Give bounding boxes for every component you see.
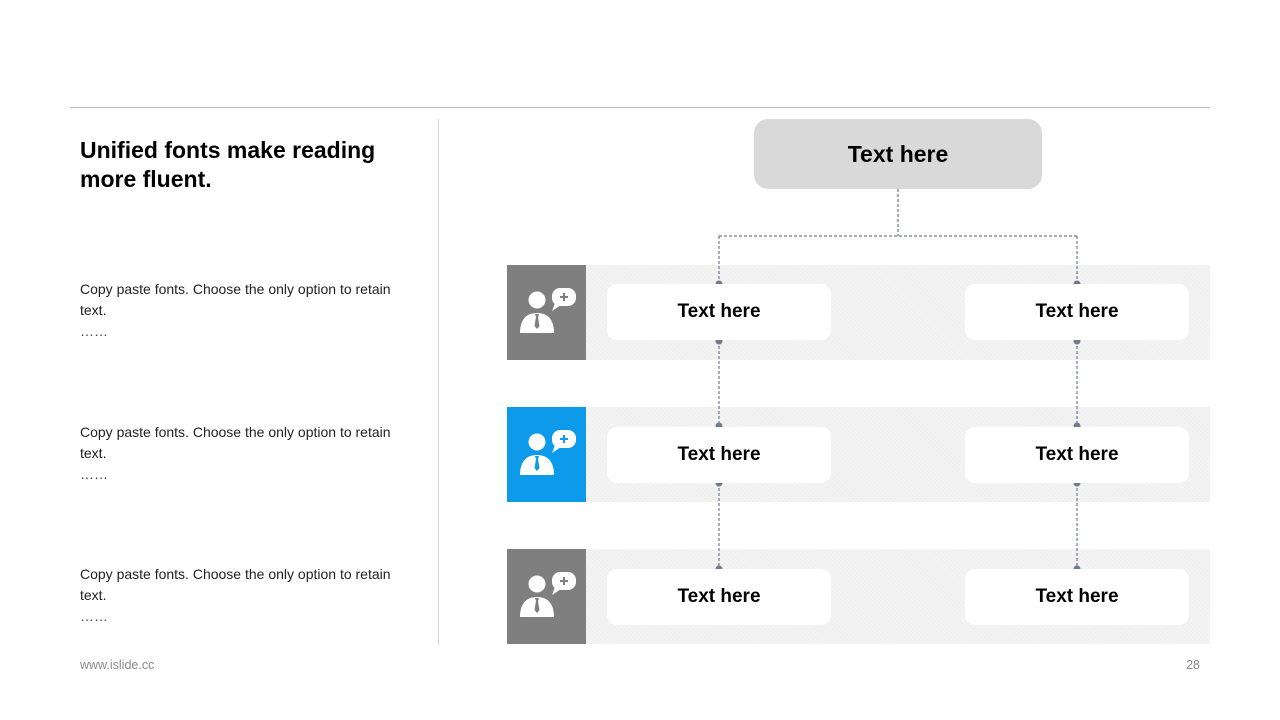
column-divider xyxy=(438,119,439,645)
card-row1-left: Text here xyxy=(607,284,831,340)
ellipsis: …… xyxy=(80,466,108,482)
row-icon-tile-3 xyxy=(507,549,586,644)
ellipsis: …… xyxy=(80,608,108,624)
description-item-3: Copy paste fonts. Choose the only option… xyxy=(80,564,420,627)
description-item-1: Copy paste fonts. Choose the only option… xyxy=(80,279,420,342)
description-text: Copy paste fonts. Choose the only option… xyxy=(80,424,391,461)
header-rule xyxy=(70,107,1210,108)
person-chat-icon xyxy=(517,571,577,622)
card-row3-left: Text here xyxy=(607,569,831,625)
description-text: Copy paste fonts. Choose the only option… xyxy=(80,566,391,603)
card-row2-right: Text here xyxy=(965,427,1189,483)
footer-url: www.islide.cc xyxy=(80,658,155,672)
card-row3-right: Text here xyxy=(965,569,1189,625)
description-item-2: Copy paste fonts. Choose the only option… xyxy=(80,422,420,485)
person-chat-icon xyxy=(517,429,577,480)
description-text: Copy paste fonts. Choose the only option… xyxy=(80,281,391,318)
card-row1-right: Text here xyxy=(965,284,1189,340)
slide-headline: Unified fonts make reading more fluent. xyxy=(80,137,376,192)
row-icon-tile-1 xyxy=(507,265,586,360)
ellipsis: …… xyxy=(80,323,108,339)
row-icon-tile-2 xyxy=(507,407,586,502)
root-node: Text here xyxy=(754,119,1042,189)
card-row2-left: Text here xyxy=(607,427,831,483)
page-number: 28 xyxy=(1186,658,1200,672)
person-chat-icon xyxy=(517,287,577,338)
